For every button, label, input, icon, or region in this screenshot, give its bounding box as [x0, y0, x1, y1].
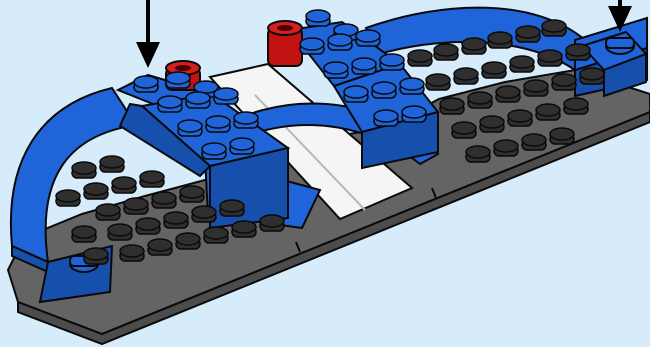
- gray-stud: [164, 212, 188, 228]
- gray-stud: [454, 68, 478, 84]
- gray-stud: [440, 98, 464, 114]
- gray-stud: [510, 56, 534, 72]
- gray-stud: [140, 171, 164, 187]
- blue-stud: [214, 88, 238, 104]
- gray-stud: [84, 183, 108, 199]
- gray-stud: [522, 134, 546, 150]
- gray-stud: [516, 26, 540, 42]
- blue-stud: [380, 54, 404, 70]
- gray-stud: [72, 162, 96, 178]
- gray-stud: [148, 239, 172, 255]
- gray-stud: [580, 68, 604, 84]
- gray-stud: [566, 44, 590, 60]
- gray-stud: [192, 206, 216, 222]
- gray-stud: [426, 74, 450, 90]
- gray-stud: [508, 110, 532, 126]
- gray-stud: [232, 221, 256, 237]
- blue-stud: [300, 38, 324, 54]
- gray-stud: [180, 186, 204, 202]
- gray-stud: [108, 224, 132, 240]
- gray-stud: [550, 128, 574, 144]
- gray-stud: [434, 44, 458, 60]
- blue-stud: [344, 86, 368, 102]
- right-red-cylinder: [268, 21, 302, 66]
- gray-stud: [482, 62, 506, 78]
- gray-stud: [260, 215, 284, 231]
- gray-stud: [496, 86, 520, 102]
- gray-stud: [100, 156, 124, 172]
- gray-stud: [408, 50, 432, 66]
- blue-stud: [178, 120, 202, 136]
- gray-stud: [124, 198, 148, 214]
- gray-stud: [466, 146, 490, 162]
- gray-stud: [112, 177, 136, 193]
- left-down-arrow: [136, 0, 160, 68]
- gray-stud: [536, 104, 560, 120]
- gray-stud: [204, 227, 228, 243]
- blue-stud: [402, 106, 426, 122]
- gray-stud: [452, 122, 476, 138]
- blue-stud: [374, 110, 398, 126]
- blue-stud: [186, 92, 210, 108]
- blue-stud: [328, 34, 352, 50]
- gray-stud: [176, 233, 200, 249]
- gray-stud: [564, 98, 588, 114]
- gray-stud: [72, 226, 96, 242]
- gray-stud: [524, 80, 548, 96]
- gray-stud: [468, 92, 492, 108]
- gray-stud: [488, 32, 512, 48]
- gray-stud: [542, 20, 566, 36]
- gray-stud: [84, 248, 108, 264]
- gray-stud: [538, 50, 562, 66]
- blue-stud: [372, 82, 396, 98]
- blue-stud: [158, 96, 182, 112]
- blue-stud: [166, 72, 190, 88]
- gray-stud: [56, 190, 80, 206]
- blue-stud: [234, 112, 258, 128]
- blue-stud: [202, 143, 226, 159]
- gray-stud: [152, 192, 176, 208]
- blue-stud: [134, 76, 158, 92]
- blue-stud: [400, 78, 424, 94]
- gray-stud: [480, 116, 504, 132]
- blue-stud: [352, 58, 376, 74]
- gray-stud: [96, 204, 120, 220]
- gray-stud: [136, 218, 160, 234]
- gray-stud: [120, 245, 144, 261]
- gray-stud: [220, 200, 244, 216]
- blue-stud: [306, 10, 330, 26]
- gray-stud: [462, 38, 486, 54]
- blue-stud: [324, 62, 348, 78]
- gray-stud: [494, 140, 518, 156]
- blue-stud: [230, 138, 254, 154]
- blue-stud: [206, 116, 230, 132]
- blue-stud: [356, 30, 380, 46]
- gray-stud: [552, 74, 576, 90]
